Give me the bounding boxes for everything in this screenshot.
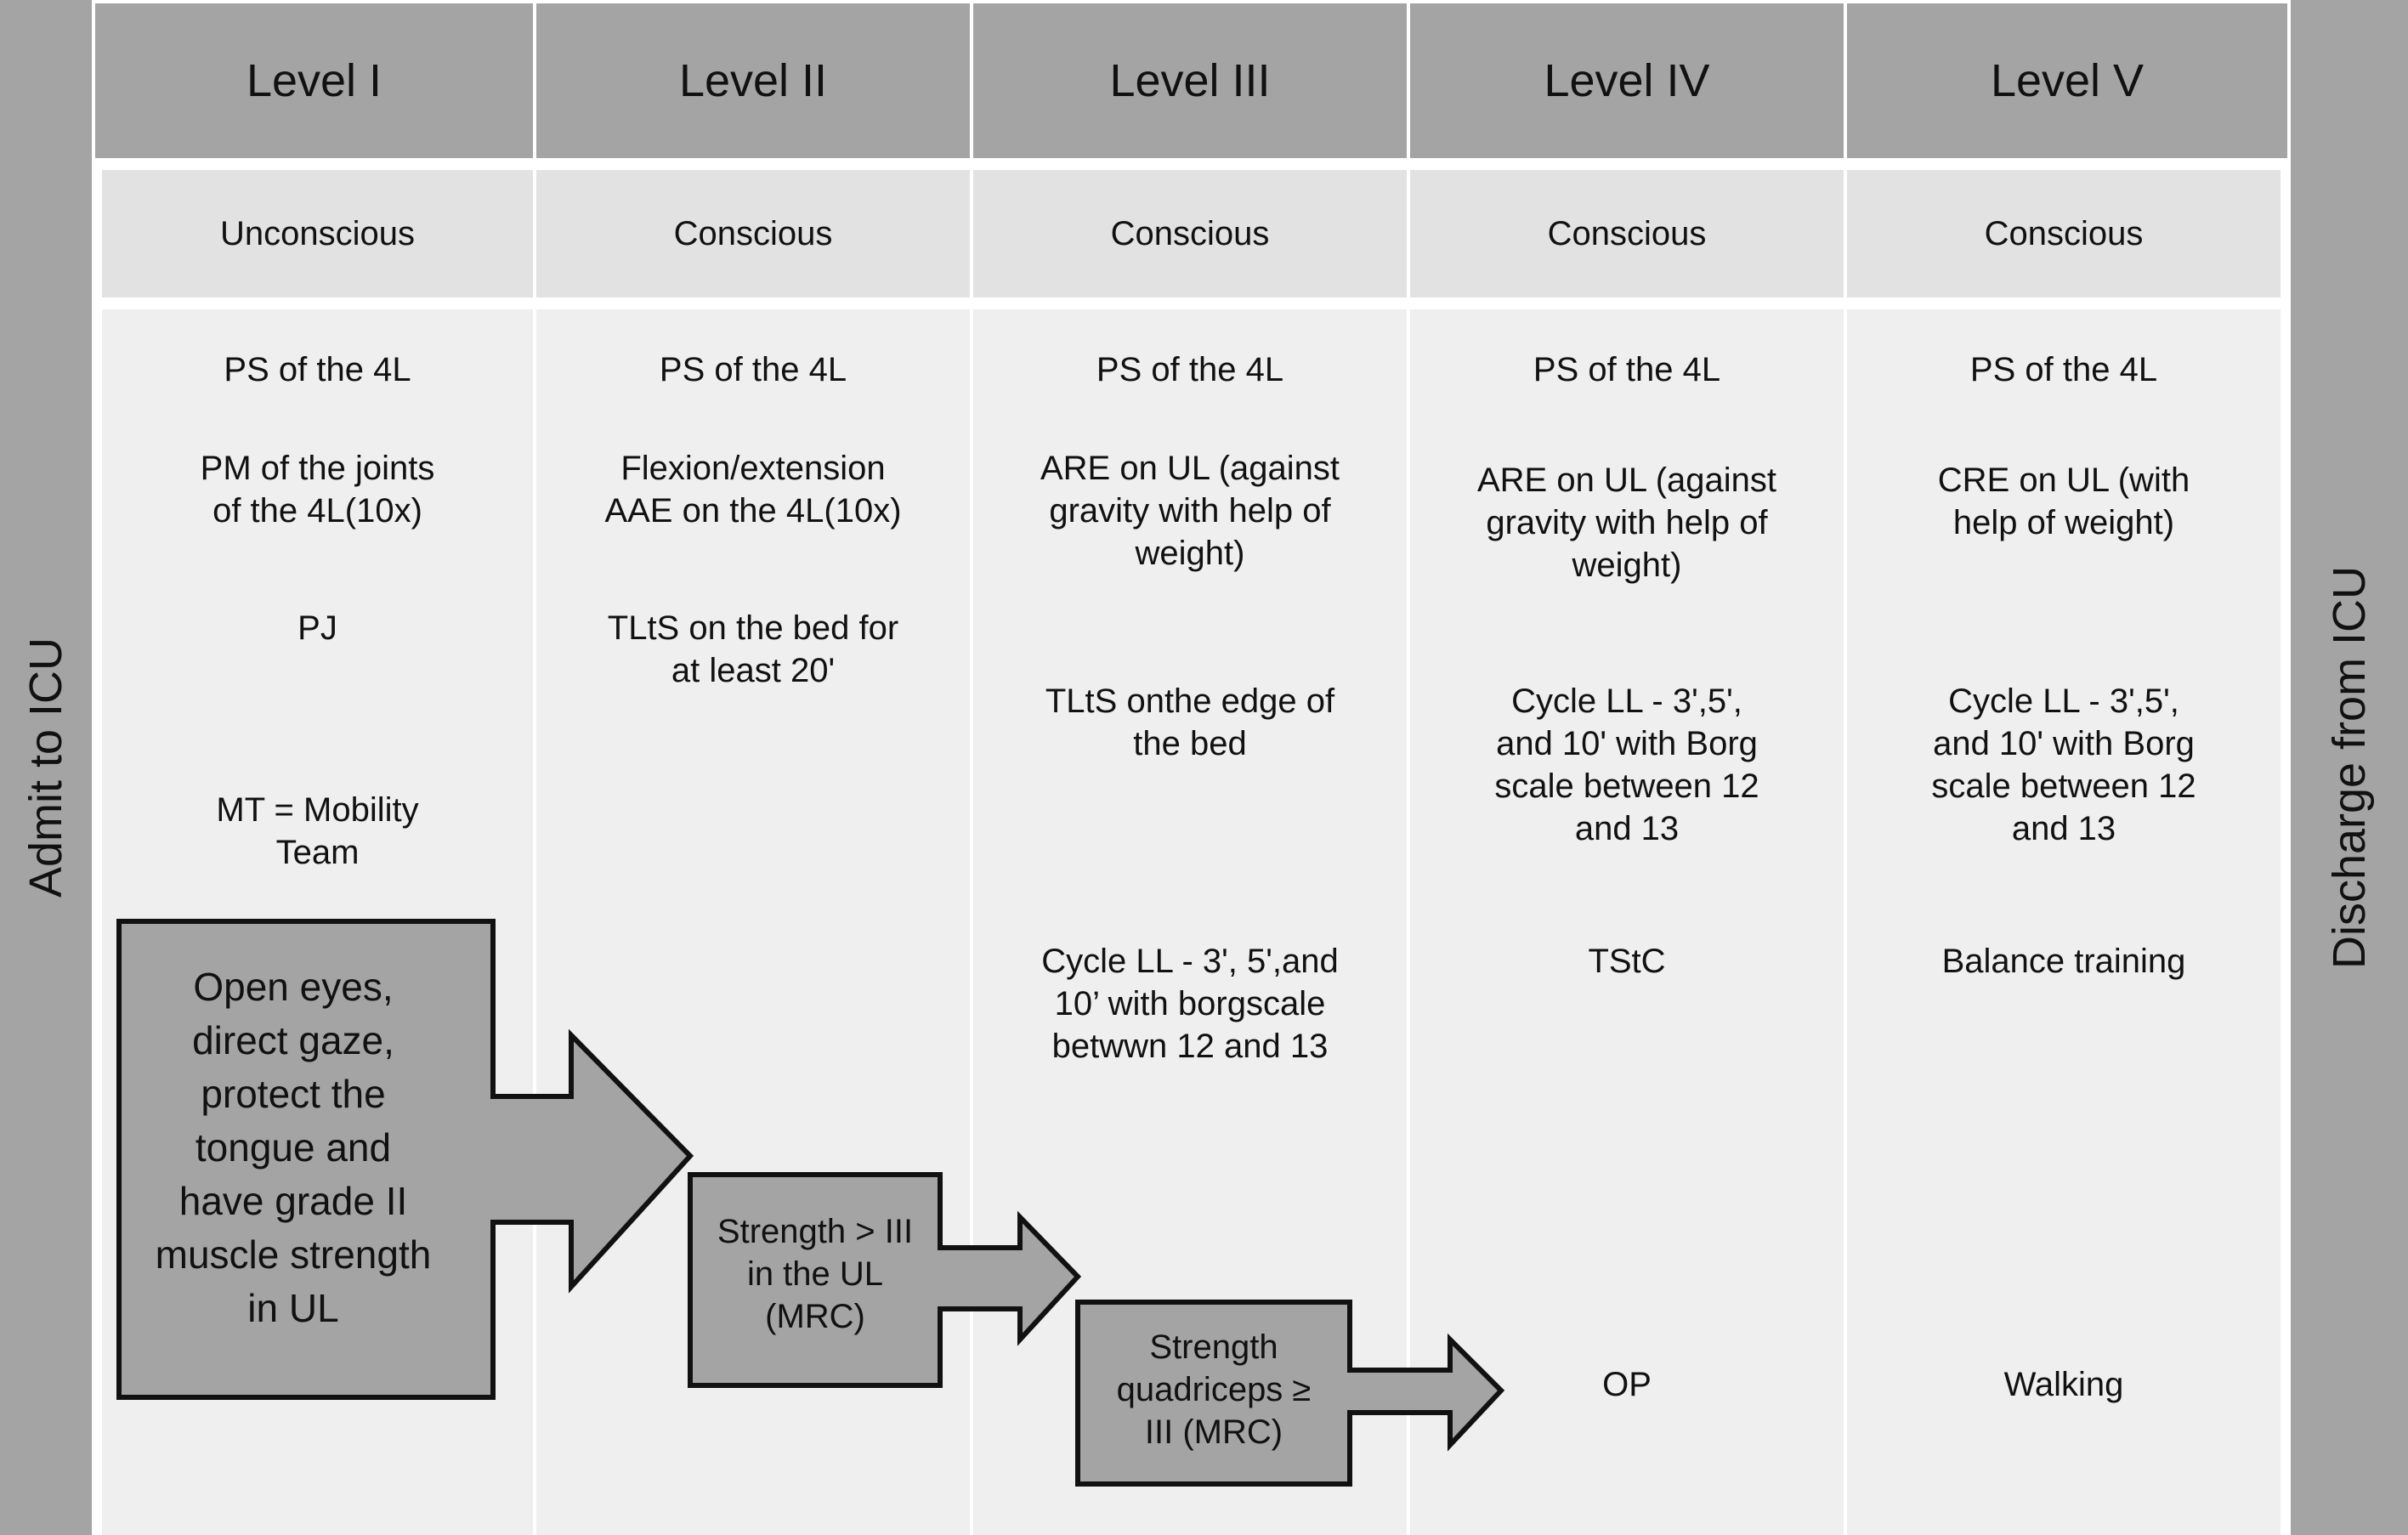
level-3-header: Level III xyxy=(973,3,1407,158)
level-5-state: Conscious xyxy=(1847,170,2281,297)
level-5-header: Level V xyxy=(1847,3,2287,158)
level-2-item: PS of the 4L xyxy=(659,351,847,388)
level-2-state: Conscious xyxy=(536,170,970,297)
transition-3-text: Strength quadriceps ≥ III (MRC) xyxy=(1116,1328,1312,1451)
level-2-item: Flexion/extension AAE on the 4L(10x) xyxy=(604,450,902,530)
level-5-item: Cycle LL - 3',5', and 10' with Borg scal… xyxy=(1931,683,2196,847)
level-4-state: Conscious xyxy=(1410,170,1844,297)
level-3-item: TLtS onthe edge of the bed xyxy=(1045,683,1335,762)
level-4-item: OP xyxy=(1602,1366,1652,1403)
admit-bar: Admit to ICU xyxy=(0,0,92,1535)
level-5-item: Balance training xyxy=(1941,943,2186,980)
discharge-bar: Discharge from ICU xyxy=(2291,0,2408,1535)
level-4-item: PS of the 4L xyxy=(1533,351,1721,388)
level-5-item: Walking xyxy=(2003,1366,2124,1403)
level-3-item: PS of the 4L xyxy=(1096,351,1284,388)
level-2-item: TLtS on the bed for at least 20' xyxy=(607,609,899,689)
level-1-item: PS of the 4L xyxy=(224,351,411,388)
level-4-item: Cycle LL - 3',5', and 10' with Borg scal… xyxy=(1494,683,1759,847)
level-1-header: Level I xyxy=(95,3,533,158)
level-4-header: Level IV xyxy=(1410,3,1844,158)
level-1-item: MT = Mobility Team xyxy=(216,791,419,871)
level-5-item: CRE on UL (with help of weight) xyxy=(1937,462,2190,541)
level-3-item: ARE on UL (against gravity with help of … xyxy=(1040,450,1340,572)
level-3-item: Cycle LL - 3', 5',and 10’ with borgscale… xyxy=(1041,943,1339,1065)
level-1-item: PJ xyxy=(297,609,337,647)
level-5-body: PS of the 4L CRE on UL (with help of wei… xyxy=(1847,309,2281,1535)
level-3-state: Conscious xyxy=(973,170,1407,297)
level-4-body: PS of the 4L ARE on UL (against gravity … xyxy=(1410,309,1844,1535)
level-1-state: Unconscious xyxy=(102,170,533,297)
level-5-item: PS of the 4L xyxy=(1969,351,2158,388)
transition-arrow-1 xyxy=(116,919,694,1400)
level-4-item: ARE on UL (against gravity with help of … xyxy=(1476,462,1777,584)
level-4-item: TStC xyxy=(1588,943,1666,980)
level-2-header: Level II xyxy=(536,3,970,158)
transition-arrow-2 xyxy=(688,1172,1082,1388)
transition-1-text: Open eyes, direct gaze, protect the tong… xyxy=(155,965,432,1330)
transition-arrow-3 xyxy=(1075,1300,1505,1487)
transition-2-text: Strength > III in the UL (MRC) xyxy=(717,1213,914,1335)
level-1-item: PM of the joints of the 4L(10x) xyxy=(200,450,435,530)
